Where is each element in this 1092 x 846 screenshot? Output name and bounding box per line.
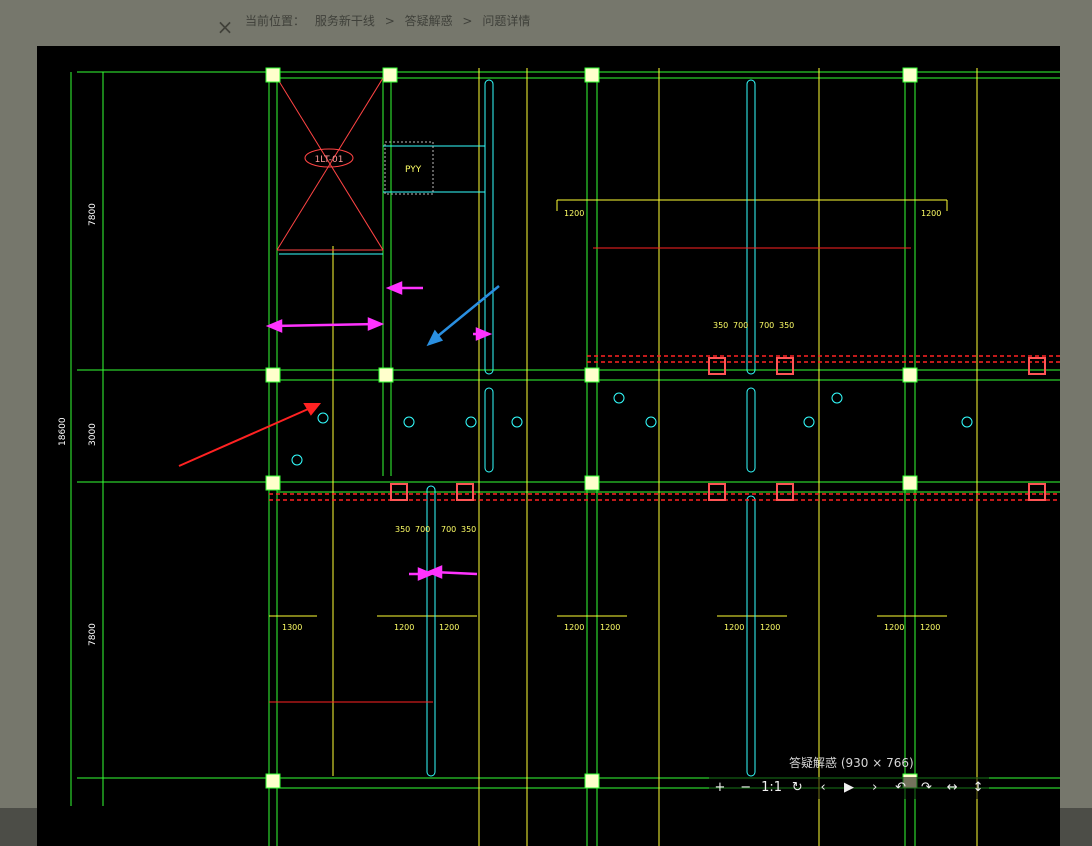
dimension-700: 700: [733, 321, 748, 330]
breadcrumb-item-qa[interactable]: 答疑解惑: [404, 14, 453, 28]
breadcrumb: 当前位置： 服务新干线 > 答疑解惑 > 问题详情: [245, 12, 536, 30]
breadcrumb-item-home[interactable]: 服务新干线: [314, 14, 375, 28]
play-icon[interactable]: ▶: [843, 780, 854, 795]
hatched-columns: [390, 357, 1046, 501]
dimension-1200: 1200: [439, 623, 459, 632]
page-right-margin: [1060, 46, 1092, 808]
duct-label: PYY: [405, 165, 422, 175]
duct-shaft: [384, 141, 434, 195]
zoom-in-icon[interactable]: +: [714, 780, 726, 795]
breadcrumb-separator: >: [384, 14, 395, 28]
dimension-350: 350: [461, 525, 476, 534]
close-icon[interactable]: ×: [216, 15, 234, 39]
dimension-18600: 18600: [58, 417, 68, 446]
dimension-350: 350: [779, 321, 794, 330]
dimension-3000: 3000: [88, 423, 98, 446]
dimension-7800-top: 7800: [88, 203, 98, 226]
elevator-label: 1LT-01: [315, 155, 344, 165]
secondary-beams: [269, 68, 978, 846]
breadcrumb-item-detail: 问题详情: [482, 14, 531, 28]
rotate-right-icon[interactable]: ↷: [920, 780, 932, 795]
magenta-arrows: [265, 281, 493, 581]
grid-vertical: [70, 72, 916, 846]
red-arrow: [178, 403, 322, 467]
viewer-toolbar: + − 1:1 ↻ ‹ ▶ › ↶ ↷ ↔ ↕: [709, 777, 989, 799]
flip-vertical-icon[interactable]: ↕: [972, 780, 984, 795]
dimension-1200: 1200: [394, 623, 414, 632]
dimension-1200: 1200: [884, 623, 904, 632]
actual-size-button[interactable]: 1:1: [761, 780, 782, 795]
dimension-1200: 1200: [564, 209, 584, 218]
image-viewer[interactable]: 1LT-01 PYY: [37, 46, 1060, 846]
prev-icon[interactable]: ‹: [820, 780, 826, 795]
dimension-700: 700: [441, 525, 456, 534]
dimension-1200: 1200: [921, 209, 941, 218]
zoom-out-icon[interactable]: −: [740, 780, 752, 795]
dimension-700: 700: [415, 525, 430, 534]
reset-icon[interactable]: ↻: [791, 780, 803, 795]
dimension-700: 700: [759, 321, 774, 330]
next-icon[interactable]: ›: [872, 780, 878, 795]
breadcrumb-prefix: 当前位置：: [245, 14, 306, 28]
dimension-1300: 1300: [282, 623, 302, 632]
cyan-beams: [279, 79, 756, 777]
dimension-350: 350: [713, 321, 728, 330]
dimension-1200: 1200: [920, 623, 940, 632]
image-caption: 答疑解惑 (930 × 766): [789, 756, 914, 770]
dimension-1200: 1200: [760, 623, 780, 632]
grid-horizontal: [77, 71, 1060, 789]
elevator-shaft: [276, 77, 384, 251]
breadcrumb-separator: >: [462, 14, 473, 28]
cad-drawing: 1LT-01 PYY: [58, 67, 1060, 846]
dimension-1200: 1200: [564, 623, 584, 632]
dimension-1200: 1200: [600, 623, 620, 632]
dimension-350: 350: [395, 525, 410, 534]
flip-horizontal-icon[interactable]: ↔: [946, 780, 958, 795]
red-dashed-beams: [269, 355, 1060, 501]
blue-arrow: [426, 285, 500, 347]
grid-markers: [291, 392, 973, 466]
rotate-left-icon[interactable]: ↶: [895, 780, 907, 795]
dimension-7800-bottom: 7800: [88, 623, 98, 646]
elevator-tag: [304, 148, 354, 168]
dimension-1200: 1200: [724, 623, 744, 632]
